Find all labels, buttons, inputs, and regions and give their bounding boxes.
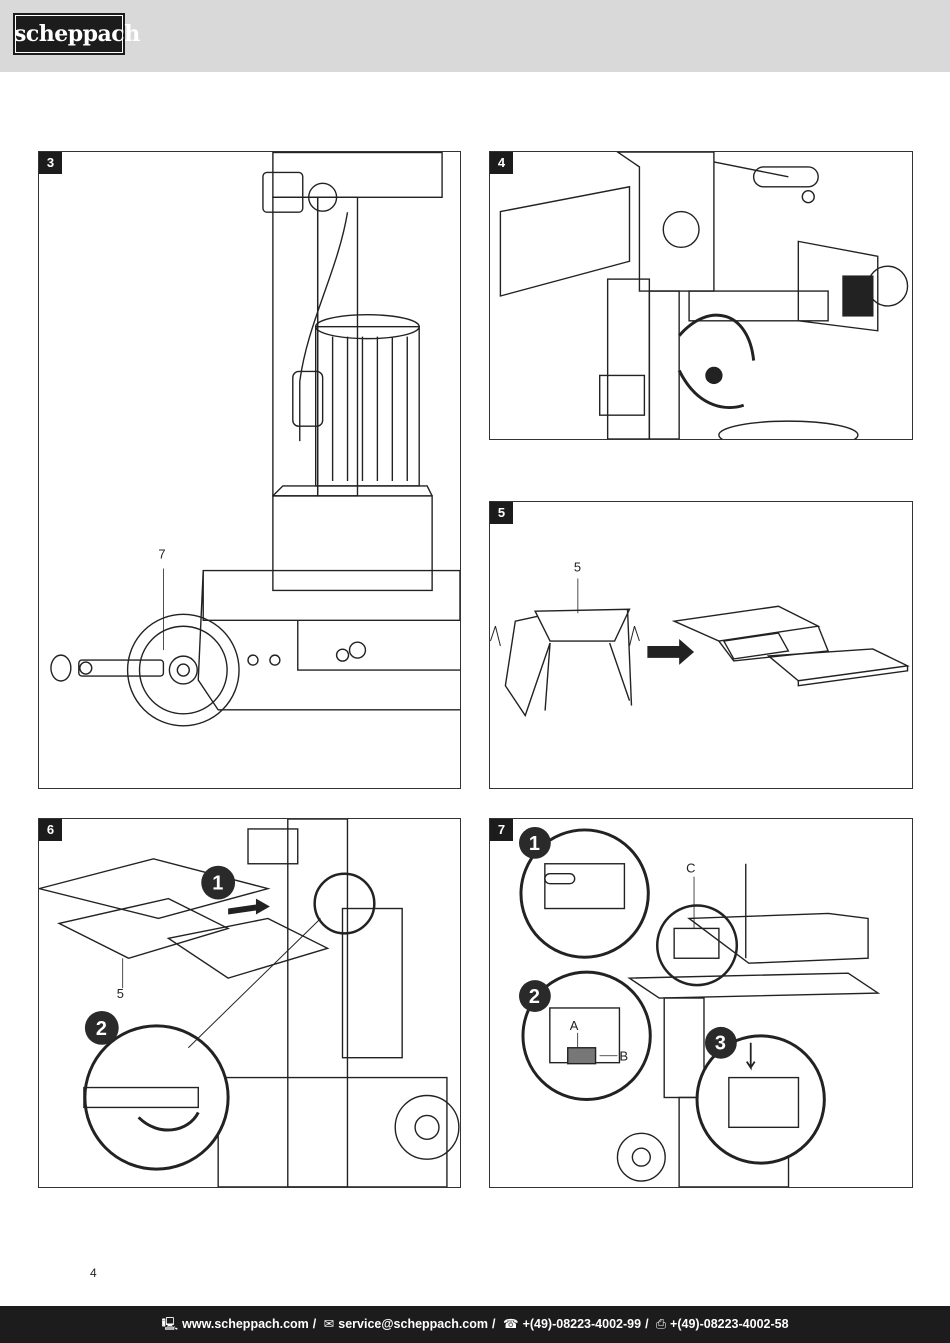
figure-6: 6 5 1 2 [38,818,461,1188]
callout-5: 5 [117,986,124,1001]
callout-5: 5 [574,560,581,575]
figure-number: 6 [39,819,62,841]
phone-icon: ☎ [502,1317,519,1331]
footer-email[interactable]: service@scheppach.com [338,1317,489,1331]
callout-7: 7 [158,547,165,562]
callout-A: A [570,1018,579,1033]
footer-phone: +(49)-08223-4002-99 [522,1317,642,1331]
figure-7: 7 C A B 1 2 3 [489,818,913,1188]
figure-4-illustration [499,152,909,439]
computer-icon: 🖳 [161,1317,179,1331]
figure-7-illustration: C A B 1 2 3 [518,826,881,1187]
callout-C: C [686,861,695,876]
callout-B: B [619,1049,628,1064]
figure-3-illustration: 7 [50,152,460,727]
step-badge-1: 1 [212,873,223,895]
footer-fax: +(49)-08223-4002-58 [670,1317,789,1331]
fax-icon: ⎙ [656,1317,667,1331]
figure-4: 4 [489,151,913,440]
figure-number: 5 [490,502,513,524]
figure-5: 5 5 [489,501,913,789]
step-badge-2: 2 [529,986,540,1008]
footer-website[interactable]: www.scheppach.com [182,1317,309,1331]
figure-number: 4 [490,152,513,174]
page-number: 4 [90,1266,97,1280]
figure-5-illustration: 5 [490,560,910,718]
footer-bar: 🖳www.scheppach.com/ ✉service@scheppach.c… [0,1306,950,1343]
figure-3: 3 7 [38,151,461,789]
scheppach-logo: scheppach [13,13,140,55]
figure-number: 7 [490,819,513,841]
header-bar: scheppach [0,0,950,72]
step-badge-2: 2 [96,1018,107,1040]
figure-number: 3 [39,152,62,174]
mail-icon: ✉ [323,1317,335,1331]
step-badge-3: 3 [715,1033,726,1055]
step-badge-1: 1 [529,833,540,855]
figure-6-illustration: 5 1 2 [39,819,460,1187]
